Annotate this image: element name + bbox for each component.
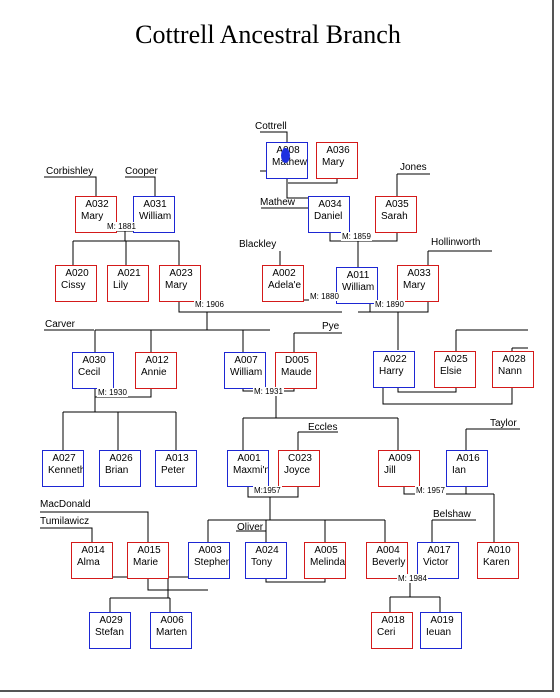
marriage-label-1859: M: 1859	[341, 232, 372, 241]
mouse-pointer-icon	[281, 148, 290, 163]
surname-label-macdonald: MacDonald	[40, 499, 91, 510]
surname-label-carver: Carver	[45, 319, 76, 330]
surname-label-jones: Jones	[400, 162, 427, 173]
surname-label-cooper: Cooper	[125, 166, 158, 177]
surname-label-mathew: Mathew	[260, 197, 296, 208]
marriage-label-1906: M: 1906	[194, 300, 225, 309]
surname-label-eccles: Eccles	[308, 422, 338, 433]
family-tree-lines	[40, 131, 528, 612]
marriage-label-1880: M: 1880	[309, 292, 340, 301]
marriage-label-1957-left: M:1957	[253, 486, 282, 495]
surname-label-belshaw: Belshaw	[433, 509, 471, 520]
surname-label-cottrell: Cottrell	[255, 121, 287, 132]
surname-label-hollinworth: Hollinworth	[431, 237, 481, 248]
surname-label-taylor: Taylor	[490, 418, 517, 429]
surname-label-pye: Pye	[322, 321, 340, 332]
marriage-label-1930: M: 1930	[97, 388, 128, 397]
marriage-label-1957-right: M: 1957	[415, 486, 446, 495]
surname-label-corbishley: Corbishley	[46, 166, 94, 177]
marriage-label-1984: M: 1984	[397, 574, 428, 583]
surname-label-blackley: Blackley	[239, 239, 277, 250]
marriage-label-1881: M: 1881	[106, 222, 137, 231]
surname-label-oliver: Oliver	[237, 522, 264, 533]
marriage-label-1931: M: 1931	[253, 387, 284, 396]
marriage-label-1890: M: 1890	[374, 300, 405, 309]
surname-label-tumilawicz: Tumilawicz	[40, 516, 90, 527]
page-title: Cottrell Ancestral Branch	[135, 20, 401, 49]
